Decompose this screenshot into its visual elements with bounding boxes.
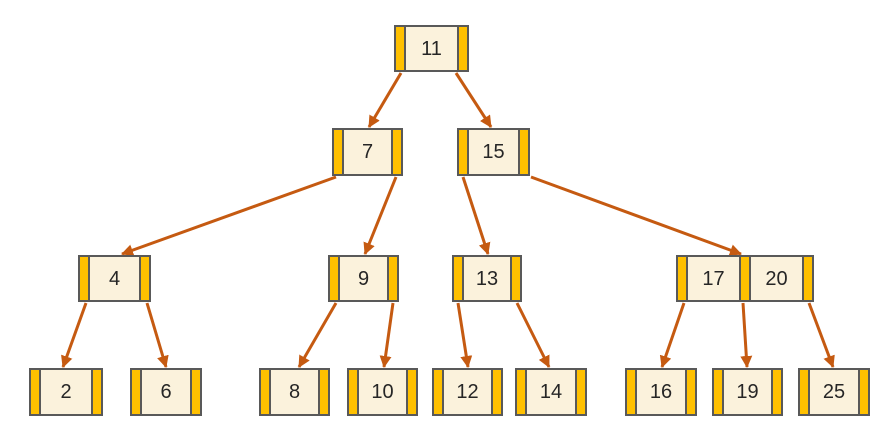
tree-edge-17|20->25	[807, 302, 835, 368]
node-key: 20	[749, 257, 804, 300]
node-pointer-slot	[389, 257, 397, 300]
node-pointer-slot	[512, 257, 520, 300]
tree-edge-9->8	[297, 302, 338, 368]
node-pointer-slot	[520, 130, 528, 174]
tree-edge-group	[61, 72, 835, 368]
node-pointer-slot	[192, 370, 200, 414]
node-pointer-slot	[320, 370, 328, 414]
tree-node-4: 4	[78, 255, 151, 302]
node-pointer-slot	[714, 370, 722, 414]
node-pointer-slot	[687, 370, 695, 414]
tree-node-16: 16	[625, 368, 697, 416]
node-pointer-slot	[334, 130, 342, 174]
node-pointer-slot	[627, 370, 635, 414]
tree-edge-13->14	[515, 302, 551, 368]
tree-edge-15->13	[461, 176, 491, 255]
tree-node-8: 8	[259, 368, 330, 416]
node-pointer-slot	[434, 370, 442, 414]
node-key: 25	[808, 370, 860, 414]
tree-edge-17|20->19	[740, 302, 753, 368]
node-pointer-slot	[804, 257, 812, 300]
node-key: 2	[39, 370, 93, 414]
tree-node-25: 25	[798, 368, 870, 416]
node-pointer-slot	[800, 370, 808, 414]
node-key: 16	[635, 370, 687, 414]
node-pointer-slot	[459, 130, 467, 174]
tree-node-15: 15	[457, 128, 530, 176]
node-key: 10	[357, 370, 408, 414]
node-key: 12	[442, 370, 493, 414]
tree-node-14: 14	[515, 368, 587, 416]
tree-edge-7->4	[121, 175, 337, 256]
node-pointer-slot	[93, 370, 101, 414]
tree-edge-9->10	[379, 302, 395, 368]
tree-node-10: 10	[347, 368, 418, 416]
node-key: 11	[404, 27, 459, 70]
node-pointer-slot	[459, 27, 467, 70]
tree-node-9: 9	[328, 255, 399, 302]
node-pointer-slot	[141, 257, 149, 300]
tree-edge-13->12	[456, 302, 473, 368]
tree-node-11: 11	[394, 25, 469, 72]
tree-edge-17|20->16	[659, 302, 686, 368]
node-key: 13	[462, 257, 512, 300]
node-key: 17	[686, 257, 741, 300]
tree-node-7: 7	[332, 128, 403, 176]
tree-node-6: 6	[130, 368, 202, 416]
node-key: 6	[140, 370, 192, 414]
tree-edge-7->9	[363, 176, 398, 255]
node-pointer-slot	[860, 370, 868, 414]
node-key: 9	[338, 257, 389, 300]
node-key: 14	[525, 370, 577, 414]
node-pointer-slot	[31, 370, 39, 414]
tree-node-19: 19	[712, 368, 783, 416]
node-pointer-slot	[396, 27, 404, 70]
node-pointer-slot	[577, 370, 585, 414]
node-key: 19	[722, 370, 773, 414]
node-key: 15	[467, 130, 520, 174]
node-pointer-slot	[393, 130, 401, 174]
node-pointer-slot	[493, 370, 501, 414]
tree-node-13: 13	[452, 255, 522, 302]
node-pointer-slot	[408, 370, 416, 414]
node-key: 4	[88, 257, 141, 300]
tree-node-12: 12	[432, 368, 503, 416]
tree-edge-4->2	[61, 302, 88, 368]
node-key: 7	[342, 130, 393, 174]
node-pointer-slot	[261, 370, 269, 414]
node-pointer-slot	[330, 257, 338, 300]
tree-edge-4->6	[145, 302, 169, 368]
tree-node-2: 2	[29, 368, 103, 416]
tree-edge-11->7	[367, 72, 403, 128]
node-pointer-slot	[349, 370, 357, 414]
node-key: 8	[269, 370, 320, 414]
tree-edge-15->17|20	[530, 175, 742, 256]
node-pointer-slot	[517, 370, 525, 414]
node-pointer-slot	[132, 370, 140, 414]
node-pointer-slot	[773, 370, 781, 414]
node-pointer-slot	[454, 257, 462, 300]
tree-edge-11->15	[454, 72, 493, 128]
node-pointer-slot	[80, 257, 88, 300]
node-pointer-slot	[678, 257, 686, 300]
node-pointer-slot	[741, 257, 749, 300]
